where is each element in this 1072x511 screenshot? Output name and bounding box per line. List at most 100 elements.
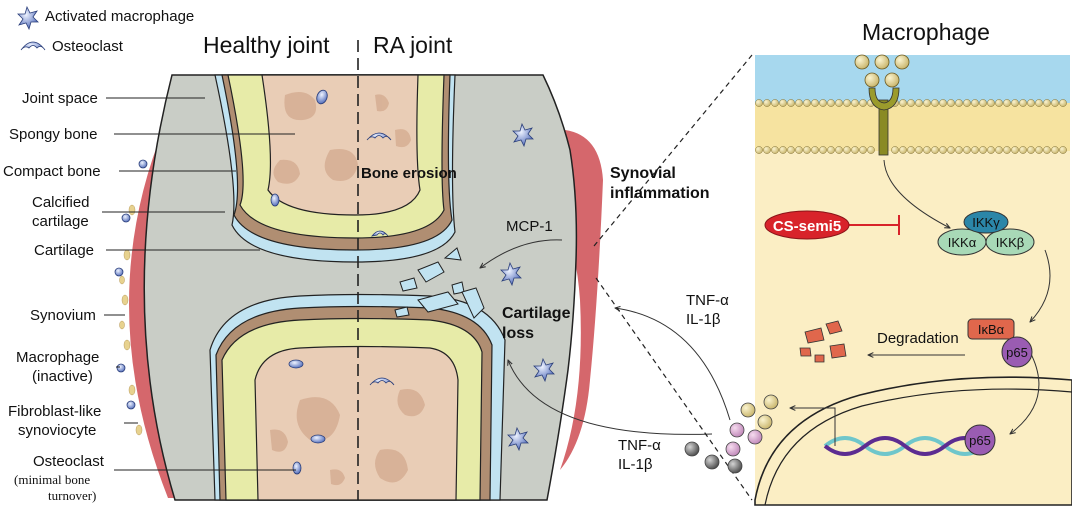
bone-trabeculae bbox=[270, 91, 425, 486]
lipid-head bbox=[771, 146, 779, 154]
label-spongy-bone: Spongy bone bbox=[9, 126, 97, 143]
lipid-head bbox=[803, 99, 811, 107]
tnf-upper-arrow bbox=[615, 308, 731, 421]
label-calcified-2: cartilage bbox=[32, 213, 89, 230]
lipid-head bbox=[763, 99, 771, 107]
cs-semi5-pill bbox=[764, 210, 850, 240]
lipid-head bbox=[811, 146, 819, 154]
lipid-head bbox=[1011, 99, 1019, 107]
lipid-head bbox=[779, 99, 787, 107]
p65-to-nucleus-arrow bbox=[1010, 351, 1040, 434]
lipid-head bbox=[987, 146, 995, 154]
legend-osteoclast: Osteoclast bbox=[52, 38, 124, 55]
lipid-head bbox=[891, 146, 899, 154]
membrane-heads bbox=[755, 99, 1067, 154]
healthy-joint-title: Healthy joint bbox=[203, 32, 330, 58]
p65-node-a bbox=[1001, 336, 1033, 368]
degradation-label: Degradation bbox=[877, 330, 959, 347]
lipid-head bbox=[931, 99, 939, 107]
nucleus-inner bbox=[764, 388, 1072, 506]
p65-label-a: p65 bbox=[1006, 345, 1028, 360]
lipid-head bbox=[907, 99, 915, 107]
lipid-head bbox=[835, 99, 843, 107]
lipid-head bbox=[939, 146, 947, 154]
lipid-head bbox=[843, 99, 851, 107]
label-osteoclast-note-2: turnover) bbox=[48, 488, 96, 503]
lipid-head bbox=[859, 146, 867, 154]
lipid-head bbox=[819, 99, 827, 107]
lipid-head bbox=[835, 146, 843, 154]
lipid-head bbox=[955, 99, 963, 107]
mcp1-label: MCP-1 bbox=[506, 218, 553, 235]
lipid-head bbox=[915, 146, 923, 154]
label-synovium: Synovium bbox=[30, 307, 96, 324]
transcription-arrow bbox=[790, 408, 836, 446]
label-macrophage: Macrophage bbox=[16, 349, 99, 366]
left-labels: Joint space Spongy bone Compact bone Cal… bbox=[3, 90, 105, 503]
lipid-head bbox=[923, 146, 931, 154]
tnf-lower-label: TNF-α bbox=[618, 437, 661, 454]
lipid-head bbox=[787, 146, 795, 154]
lipid-head bbox=[811, 99, 819, 107]
label-fibroblast: Fibroblast-like bbox=[8, 403, 101, 420]
lipid-head bbox=[843, 146, 851, 154]
lipid-head bbox=[931, 146, 939, 154]
lipid-head bbox=[851, 99, 859, 107]
lipid-head bbox=[795, 146, 803, 154]
ikk-beta-label: IKKβ bbox=[996, 235, 1024, 250]
lipid-head bbox=[923, 99, 931, 107]
lipid-head bbox=[1051, 99, 1059, 107]
lipid-head bbox=[947, 146, 955, 154]
ligands bbox=[854, 54, 910, 88]
ikk-gamma-label: IKKγ bbox=[972, 215, 1000, 230]
lower-spongy-bone bbox=[254, 345, 459, 501]
lipid-head bbox=[787, 99, 795, 107]
lipid-head bbox=[1027, 146, 1035, 154]
mcp1-arrow bbox=[480, 239, 563, 268]
lipid-head bbox=[947, 99, 955, 107]
healthy-osteoclast-cells bbox=[270, 89, 328, 475]
lipid-head bbox=[1051, 146, 1059, 154]
lipid-head bbox=[1043, 99, 1051, 107]
lipid-head bbox=[995, 99, 1003, 107]
lipid-head bbox=[1059, 99, 1067, 107]
legend-osteoclast-icon bbox=[20, 41, 46, 51]
receptor bbox=[868, 87, 900, 156]
bone-erosion-label: Bone erosion bbox=[361, 165, 457, 182]
lipid-head bbox=[1035, 146, 1043, 154]
osteoclasts bbox=[366, 132, 395, 386]
degraded-fragments bbox=[799, 320, 847, 363]
macrophage-inactive-cells bbox=[114, 159, 148, 410]
label-calcified: Calcified bbox=[32, 194, 90, 211]
lipid-head bbox=[1003, 146, 1011, 154]
lipid-head bbox=[971, 146, 979, 154]
cytokine-balls bbox=[684, 394, 779, 474]
lipid-head bbox=[1027, 99, 1035, 107]
label-joint-space: Joint space bbox=[22, 90, 98, 107]
lipid-head bbox=[979, 146, 987, 154]
lipid-head bbox=[827, 99, 835, 107]
legend-activated-macrophage: Activated macrophage bbox=[45, 8, 194, 25]
lipid-head bbox=[979, 99, 987, 107]
cartilage-loss-label-2: loss bbox=[502, 325, 534, 342]
tnf-upper-label: TNF-α bbox=[686, 292, 729, 309]
label-osteoclast-note: (minimal bone bbox=[14, 472, 90, 487]
lipid-head bbox=[859, 99, 867, 107]
membrane-outer bbox=[755, 55, 1070, 103]
lipid-head bbox=[907, 146, 915, 154]
label-macrophage-2: (inactive) bbox=[32, 368, 93, 385]
lipid-head bbox=[851, 146, 859, 154]
lipid-head bbox=[963, 146, 971, 154]
ikk-beta-node bbox=[985, 228, 1035, 256]
lipid-head bbox=[963, 99, 971, 107]
synovium-left bbox=[129, 118, 180, 498]
ikba-box bbox=[967, 318, 1015, 340]
lipid-head bbox=[755, 99, 763, 107]
cartilage-loss-label: Cartilage bbox=[502, 305, 571, 322]
lipid-head bbox=[795, 99, 803, 107]
dna-strand-b bbox=[823, 436, 987, 456]
lipid-head bbox=[1019, 146, 1027, 154]
cs-semi5-label: CS-semi5 bbox=[773, 218, 841, 235]
lipid-head bbox=[987, 99, 995, 107]
